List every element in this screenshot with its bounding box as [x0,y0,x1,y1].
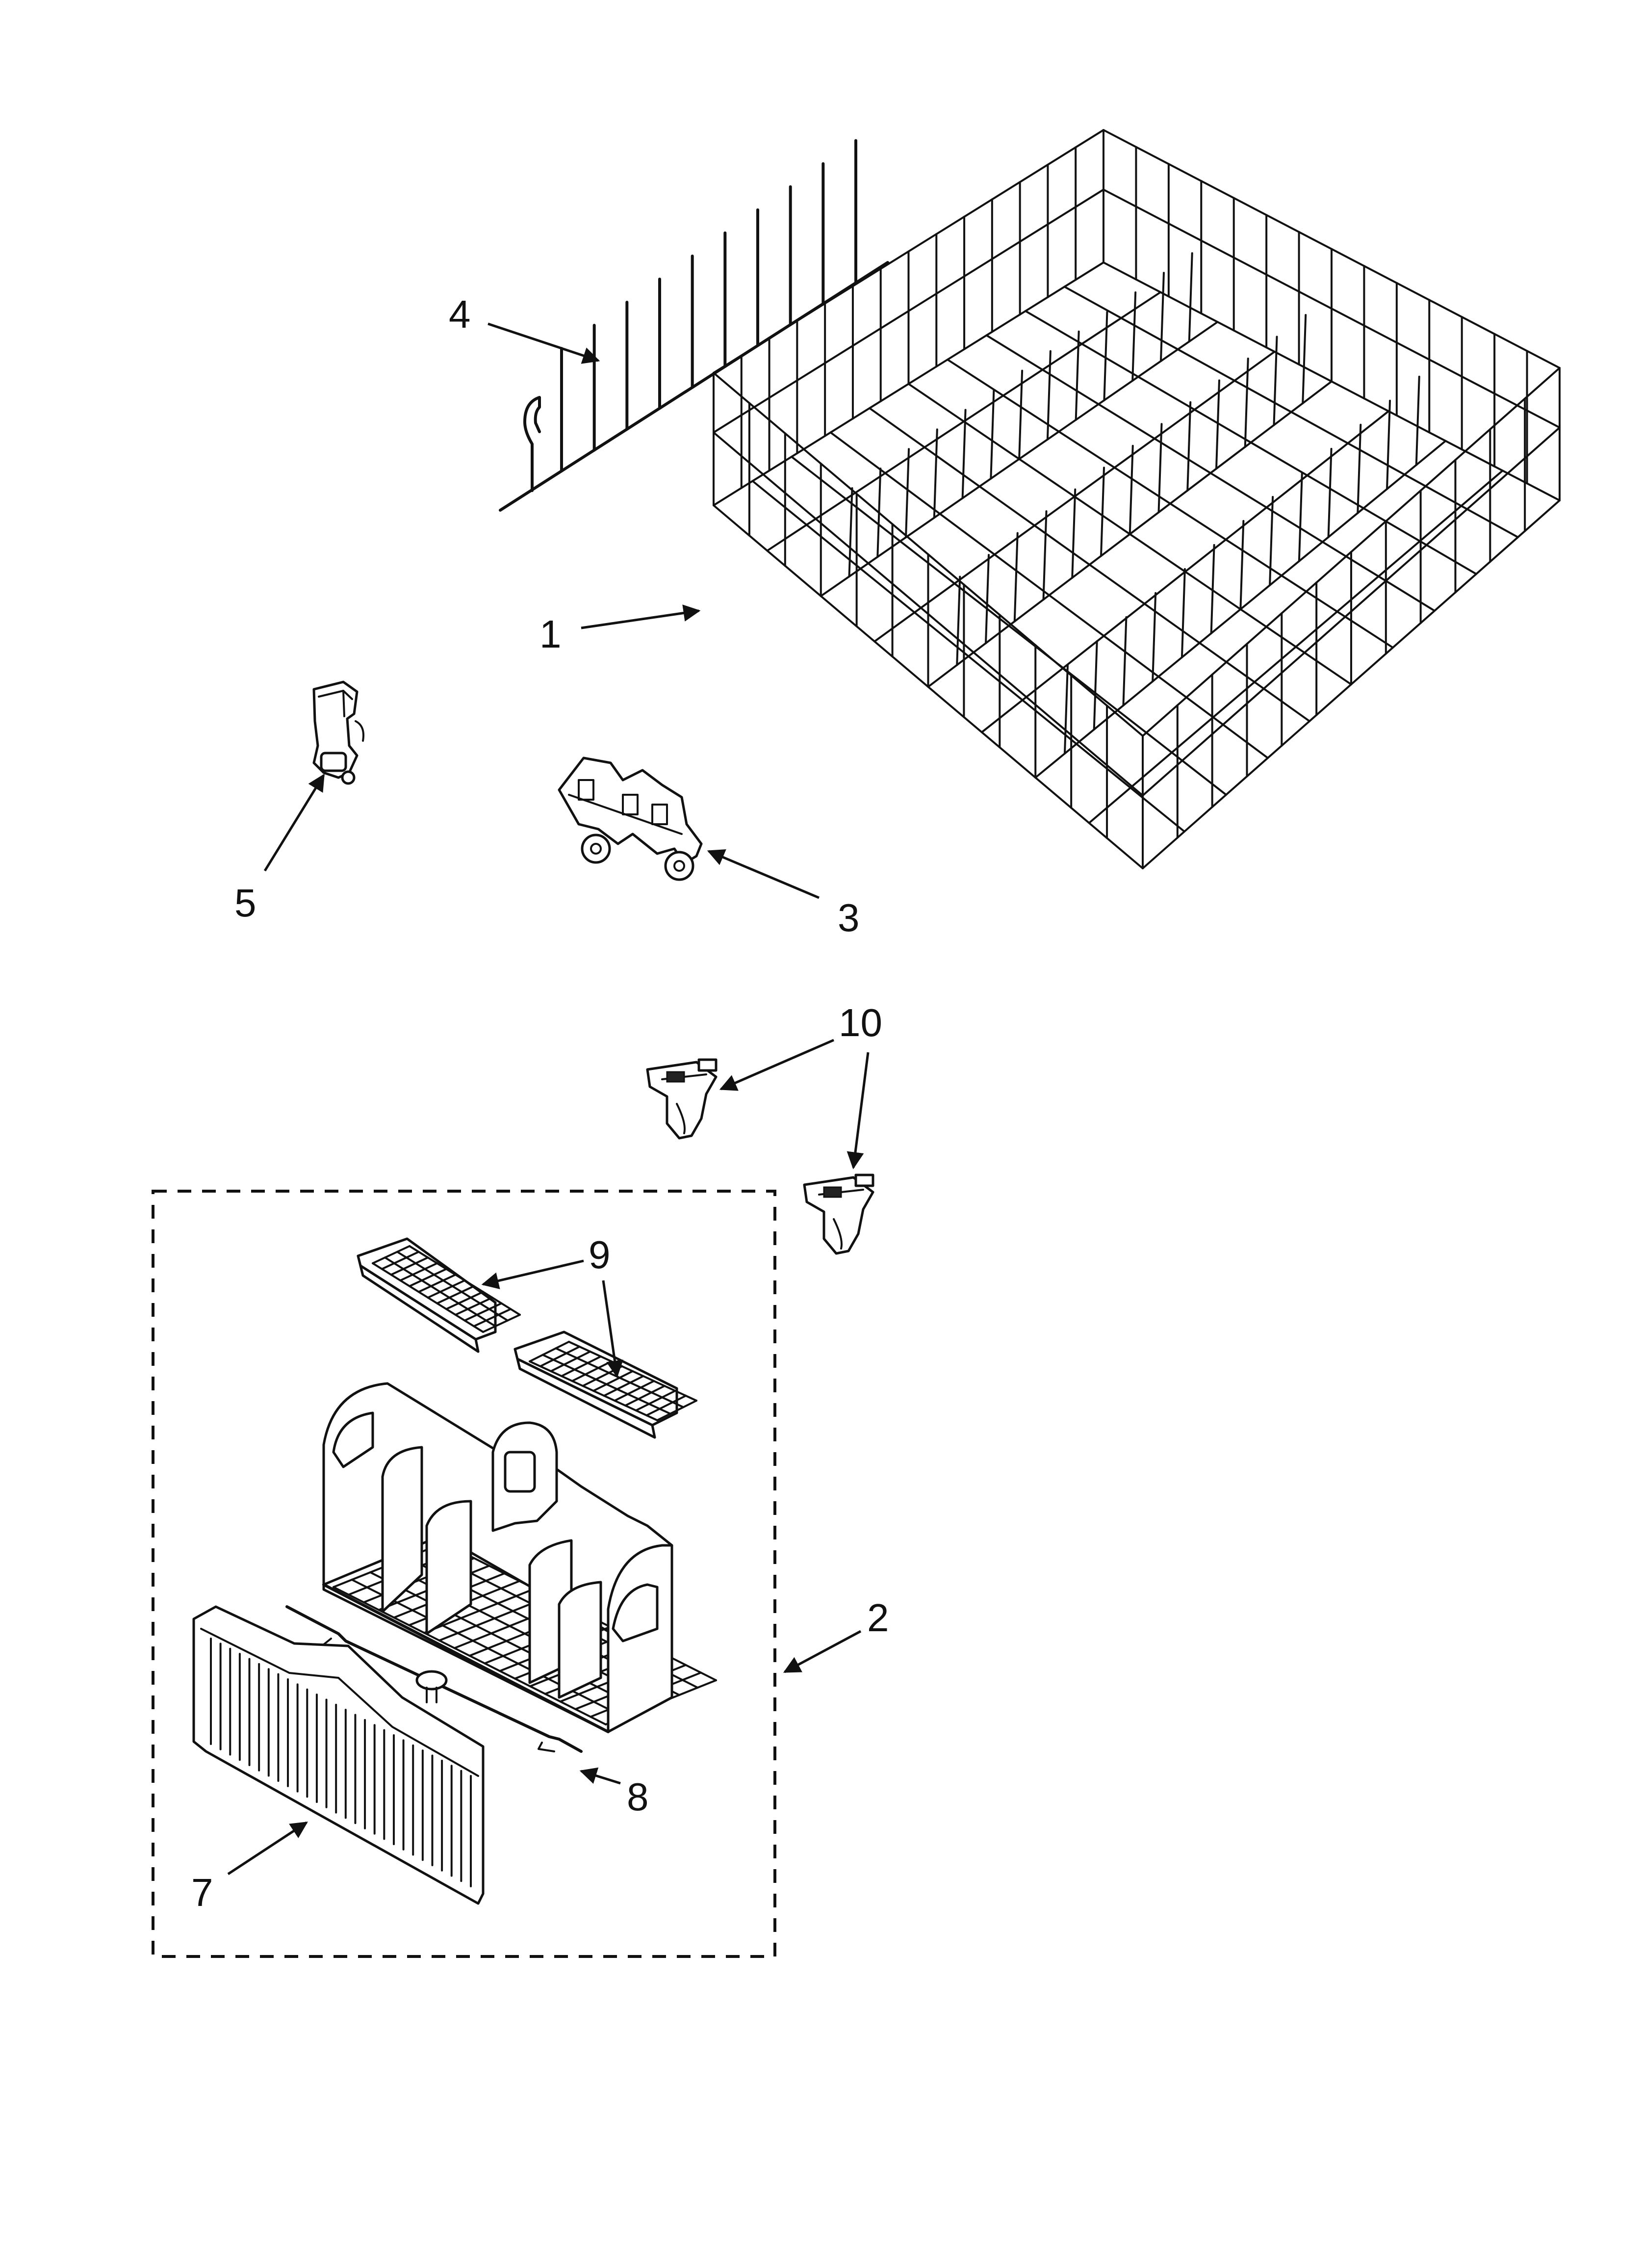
callout-3: 3 [838,896,860,939]
callout-1: 1 [539,612,562,656]
basket-cover-part-b [513,1330,697,1439]
callout-7: 8 [627,1775,649,1819]
callout-10: 10 [839,1001,882,1044]
rack-clip-part-b [803,1173,874,1255]
basket-cover-part-a [357,1237,521,1353]
callout-8: 7 [191,1871,213,1914]
callout-9: 9 [589,1233,611,1277]
tine-row-part [499,139,889,512]
roller-clip-part [312,680,364,785]
callout-5: 5 [234,881,257,925]
callout-4: 4 [449,292,471,336]
silverware-basket-part [322,1382,717,1733]
silverware-basket-kit-outline [152,1190,776,1958]
callout-leaders [227,322,870,1876]
basket-front-cover-part [192,1605,485,1905]
wheel-carrier-part [558,756,703,881]
callout-2: 2 [867,1596,889,1640]
rack-clip-part-a [646,1058,718,1140]
wire-rack-part [713,129,1561,869]
